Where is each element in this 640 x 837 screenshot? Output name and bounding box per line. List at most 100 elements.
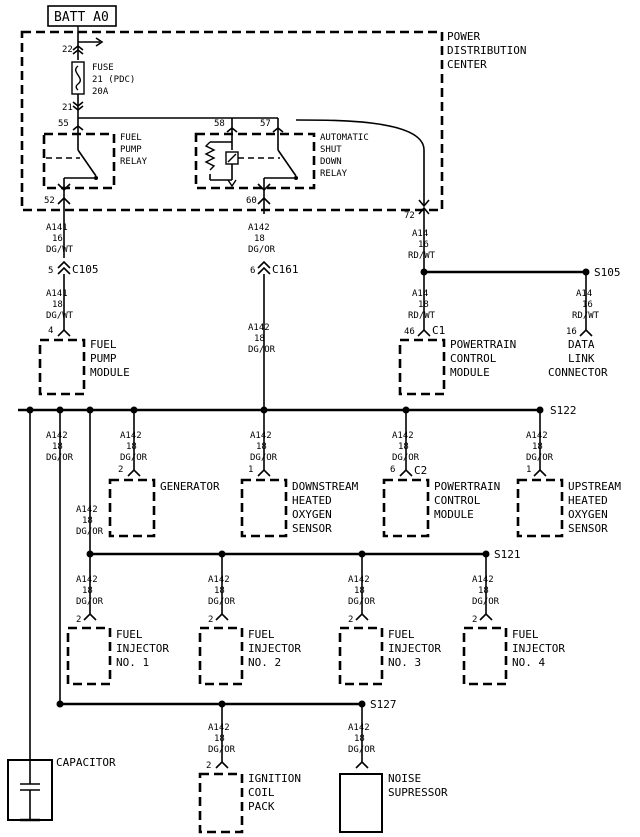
fuel-injector-3: 2 FUEL INJECTOR NO. 3 xyxy=(338,612,441,686)
svg-text:C2: C2 xyxy=(414,464,427,477)
wire-a142-up: A142 18 DG/OR xyxy=(526,410,554,470)
svg-text:A142: A142 xyxy=(120,431,142,441)
svg-text:DG/OR: DG/OR xyxy=(392,453,420,463)
fuel-pump-module: 4 FUEL PUMP MODULE xyxy=(38,326,130,396)
svg-text:RD/WT: RD/WT xyxy=(572,311,600,321)
svg-text:DG/OR: DG/OR xyxy=(526,453,554,463)
svg-text:MODULE: MODULE xyxy=(450,366,490,379)
automatic-shut-down-relay: 58 57 AUTOMATIC SHUT DOWN RELAY 60 xyxy=(78,117,369,214)
svg-text:18: 18 xyxy=(82,586,93,596)
svg-text:PACK: PACK xyxy=(248,800,275,813)
svg-text:DG/OR: DG/OR xyxy=(472,597,500,607)
svg-text:MODULE: MODULE xyxy=(434,508,474,521)
battery-label: BATT A0 xyxy=(54,10,109,25)
svg-text:A142: A142 xyxy=(76,505,98,515)
splice-s127: S127 xyxy=(56,698,397,711)
svg-text:FUEL: FUEL xyxy=(512,628,539,641)
svg-text:18: 18 xyxy=(532,442,543,452)
svg-text:2: 2 xyxy=(472,615,477,625)
svg-text:DG/OR: DG/OR xyxy=(120,453,148,463)
svg-text:NO. 1: NO. 1 xyxy=(116,656,149,669)
connector-c1: 46 C1 xyxy=(404,324,445,337)
svg-text:2: 2 xyxy=(206,761,211,771)
svg-text:MODULE: MODULE xyxy=(90,366,130,379)
svg-text:A142: A142 xyxy=(248,223,270,233)
svg-text:OXYGEN: OXYGEN xyxy=(292,508,332,521)
svg-text:S122: S122 xyxy=(550,404,577,417)
svg-text:A142: A142 xyxy=(248,323,270,333)
connector-c161: 6 C161 xyxy=(250,260,299,276)
svg-text:RD/WT: RD/WT xyxy=(408,311,436,321)
svg-text:SUPRESSOR: SUPRESSOR xyxy=(388,786,448,799)
svg-text:A142: A142 xyxy=(526,431,548,441)
svg-text:LINK: LINK xyxy=(568,352,595,365)
svg-text:HEATED: HEATED xyxy=(568,494,608,507)
svg-text:A142: A142 xyxy=(348,723,370,733)
svg-text:NO. 4: NO. 4 xyxy=(512,656,545,669)
svg-text:A14: A14 xyxy=(576,289,592,299)
svg-text:A14: A14 xyxy=(412,289,428,299)
svg-text:18: 18 xyxy=(398,442,409,452)
svg-text:60: 60 xyxy=(246,196,257,206)
svg-text:AUTOMATIC: AUTOMATIC xyxy=(320,133,369,143)
wire-a142-mid: A142 18 DG/OR xyxy=(248,274,276,410)
svg-text:2: 2 xyxy=(118,465,123,475)
connector-c2: 6 C2 xyxy=(390,464,427,477)
wire-a142-inj3: A142 18 DG/OR xyxy=(348,554,376,614)
fuel-pump-relay: 55 FUEL PUMP RELAY 52 xyxy=(42,119,148,214)
svg-text:DISTRIBUTION: DISTRIBUTION xyxy=(447,44,526,57)
svg-text:2: 2 xyxy=(208,615,213,625)
svg-text:FUEL: FUEL xyxy=(90,338,117,351)
svg-text:6: 6 xyxy=(250,266,255,276)
svg-text:A142: A142 xyxy=(348,575,370,585)
svg-text:16: 16 xyxy=(582,300,593,310)
svg-text:INJECTOR: INJECTOR xyxy=(248,642,301,655)
wire-a141-16: A141 16 DG/WT xyxy=(46,214,74,258)
svg-text:HEATED: HEATED xyxy=(292,494,332,507)
svg-text:A141: A141 xyxy=(46,289,68,299)
svg-text:A142: A142 xyxy=(208,723,230,733)
svg-text:S127: S127 xyxy=(370,698,397,711)
svg-text:18: 18 xyxy=(52,442,63,452)
svg-text:20A: 20A xyxy=(92,87,109,97)
svg-text:DG/OR: DG/OR xyxy=(46,453,74,463)
svg-text:2: 2 xyxy=(76,615,81,625)
svg-text:DG/OR: DG/OR xyxy=(348,745,376,755)
svg-text:DG/OR: DG/OR xyxy=(208,597,236,607)
svg-text:2: 2 xyxy=(348,615,353,625)
svg-text:DG/WT: DG/WT xyxy=(46,245,74,255)
svg-text:SENSOR: SENSOR xyxy=(568,522,608,535)
svg-text:FUEL: FUEL xyxy=(388,628,415,641)
wire-a142-inj4: A142 18 DG/OR xyxy=(472,554,500,614)
svg-text:DG/OR: DG/OR xyxy=(248,345,276,355)
wire-a14-pcm: A14 18 RD/WT xyxy=(408,272,436,330)
svg-text:16: 16 xyxy=(418,240,429,250)
svg-text:46: 46 xyxy=(404,327,415,337)
svg-text:GENERATOR: GENERATOR xyxy=(160,480,220,493)
svg-text:RELAY: RELAY xyxy=(120,157,148,167)
svg-text:21: 21 xyxy=(62,103,73,113)
svg-text:UPSTREAM: UPSTREAM xyxy=(568,480,621,493)
svg-text:18: 18 xyxy=(418,300,429,310)
svg-text:5: 5 xyxy=(48,266,53,276)
pcm-mid: POWERTRAIN CONTROL MODULE xyxy=(382,478,500,538)
svg-text:DG/OR: DG/OR xyxy=(348,597,376,607)
wire-a14-pdc: A14 16 RD/WT xyxy=(408,229,436,261)
svg-text:DATA: DATA xyxy=(568,338,595,351)
svg-text:C161: C161 xyxy=(272,263,299,276)
svg-text:18: 18 xyxy=(126,442,137,452)
svg-text:A142: A142 xyxy=(392,431,414,441)
svg-text:POWERTRAIN: POWERTRAIN xyxy=(434,480,500,493)
svg-text:1: 1 xyxy=(248,465,253,475)
svg-text:SHUT: SHUT xyxy=(320,145,342,155)
battery-box xyxy=(47,5,117,27)
svg-text:52: 52 xyxy=(44,196,55,206)
wire-a142-coil: A142 18 DG/OR xyxy=(208,704,236,762)
svg-text:FUEL: FUEL xyxy=(248,628,275,641)
svg-text:INJECTOR: INJECTOR xyxy=(512,642,565,655)
battery-feed: BATT A0 xyxy=(47,5,117,32)
svg-text:A142: A142 xyxy=(46,431,68,441)
wire-a142-left: A142 18 DG/OR xyxy=(29,410,74,760)
svg-text:NOISE: NOISE xyxy=(388,772,421,785)
wire-a142-gen: A142 18 DG/OR xyxy=(120,410,148,470)
